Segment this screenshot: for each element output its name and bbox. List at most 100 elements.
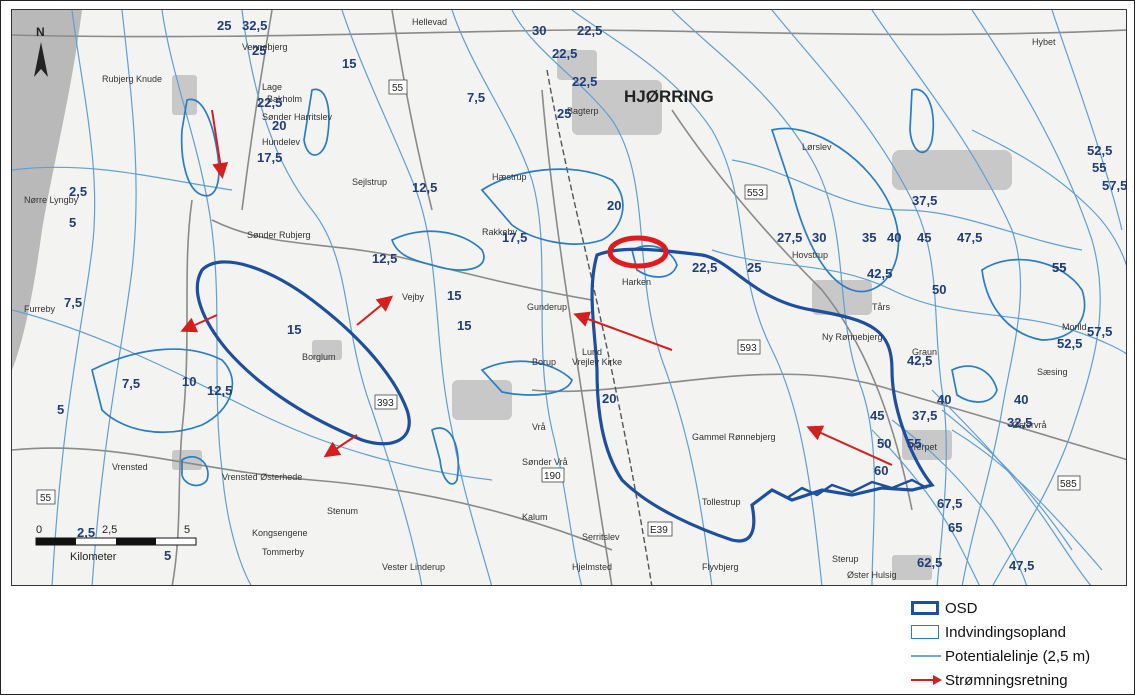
legend-item-indvinding: Indvindingsopland [909, 621, 1066, 643]
town-label: Hybet [1032, 37, 1056, 47]
potential-value-label: 15 [342, 56, 356, 71]
potential-value-label: 30 [532, 23, 546, 38]
town-label: Flyvbjerg [702, 562, 739, 572]
town-label: Vester Linderup [382, 562, 445, 572]
map-area[interactable]: 55 55 393 190 E39 553 585 593 Rubjerg Kn… [11, 9, 1127, 586]
potential-value-label: 27,5 [777, 230, 802, 245]
potential-value-label: 37,5 [912, 408, 937, 423]
potential-value-label: 10 [182, 374, 196, 389]
potential-value-label: 62,5 [917, 555, 942, 570]
town-label: Sønder Vrå [522, 457, 568, 467]
potential-value-label: 50 [932, 282, 946, 297]
town-label: Lage [262, 82, 282, 92]
potential-value-label: 17,5 [502, 230, 527, 245]
road-190: 190 [544, 471, 561, 482]
potential-value-label: 25 [747, 260, 761, 275]
road-553: 553 [747, 188, 764, 199]
road-593: 593 [740, 343, 757, 354]
town-label: Sejlstrup [352, 177, 387, 187]
city-label: HJØRRING [624, 87, 714, 106]
town-label: Harken [622, 277, 651, 287]
town-label: Sterup [832, 554, 859, 564]
potential-value-label: 22,5 [257, 95, 282, 110]
road-e39: E39 [650, 525, 668, 536]
potential-value-label: 12,5 [412, 180, 437, 195]
potential-value-label: 40 [937, 392, 951, 407]
potential-value-label: 22,5 [572, 74, 597, 89]
potential-value-label: 15 [287, 322, 301, 337]
potential-value-label: 47,5 [1009, 558, 1034, 573]
potential-value-label: 67,5 [937, 496, 962, 511]
town-label: Hovstrup [792, 250, 828, 260]
highlight-circle [607, 235, 669, 269]
flow-arrows [180, 109, 893, 466]
town-label: Furreby [24, 304, 56, 314]
potential-value-label: 42,5 [907, 353, 932, 368]
town-label: Lund [582, 347, 602, 357]
potential-value-label: 20 [602, 391, 616, 406]
town-label: Hellevad [412, 17, 447, 27]
osd-areas [195, 247, 935, 543]
potential-value-label: 5 [164, 548, 171, 563]
town-label: Rakkeby [482, 227, 518, 237]
town-label: Ny Rønnebjerg [822, 332, 883, 342]
potential-value-label: 32,5 [242, 18, 267, 33]
town-label: Borglum [302, 352, 336, 362]
town-label: Rubjerg Knude [102, 74, 162, 84]
sea-area [12, 10, 82, 370]
potential-value-label: 40 [887, 230, 901, 245]
potential-value-label: 7,5 [64, 295, 82, 310]
osd-swatch-icon [909, 599, 943, 617]
town-label: Bakholm [267, 94, 302, 104]
potential-line-icon [909, 647, 943, 665]
potential-value-label: 40 [1014, 392, 1028, 407]
town-label: Morild [1062, 322, 1087, 332]
potential-value-label: 60 [874, 463, 888, 478]
town-label: Tårs [872, 302, 891, 312]
town-label: Kalum [522, 512, 548, 522]
road-393: 393 [377, 398, 394, 409]
scale-end: 5 [184, 524, 190, 536]
potential-value-label: 45 [917, 230, 931, 245]
town-label: Borup [532, 357, 556, 367]
north-arrow-icon [34, 42, 48, 77]
potential-value-label: 55 [1052, 260, 1066, 275]
potential-value-label: 57,5 [1087, 324, 1112, 339]
potential-value-label: 2,5 [77, 525, 95, 540]
potential-value-label: 42,5 [867, 266, 892, 281]
town-label: Graun [912, 347, 937, 357]
town-label: Vrensted Østerhede [222, 472, 302, 482]
potential-value-label: 25 [252, 43, 266, 58]
town-label: Hjelmsted [572, 562, 612, 572]
road-55-a: 55 [392, 83, 404, 94]
town-label: Gammel Rønnebjerg [692, 432, 776, 442]
potential-value-label: 22,5 [577, 23, 602, 38]
potential-value-label: 22,5 [552, 46, 577, 61]
potential-value-label: 30 [812, 230, 826, 245]
scale-bar: 0 2,5 5 Kilometer [35, 524, 197, 563]
potential-value-label: 32,5 [1007, 415, 1032, 430]
potential-value-label: 20 [607, 198, 621, 213]
town-label: Vrå [532, 422, 546, 432]
town-label: Kongsengene [252, 528, 308, 538]
potential-value-label: 7,5 [122, 376, 140, 391]
town-label: Serritslev [582, 532, 620, 542]
roads [12, 10, 1126, 585]
potential-value-label: 57,5 [1102, 178, 1127, 193]
town-label: Hundelev [262, 137, 301, 147]
legend-label-potential: Potentialelinje (2,5 m) [945, 647, 1091, 665]
north-label: N [36, 25, 45, 39]
potential-value-label: 15 [447, 288, 461, 303]
scale-unit: Kilometer [70, 551, 117, 563]
legend-label-arrow: Strømningsretning [945, 671, 1068, 689]
potential-value-label: 50 [877, 436, 891, 451]
potential-value-label: 47,5 [957, 230, 982, 245]
town-label: Stenum [327, 506, 358, 516]
legend-item-arrow: Strømningsretning [909, 669, 1068, 691]
town-label: Vennebjerg [242, 42, 288, 52]
town-label: Terpet [912, 442, 938, 452]
potential-value-label: 5 [69, 215, 76, 230]
railway [546, 69, 653, 585]
